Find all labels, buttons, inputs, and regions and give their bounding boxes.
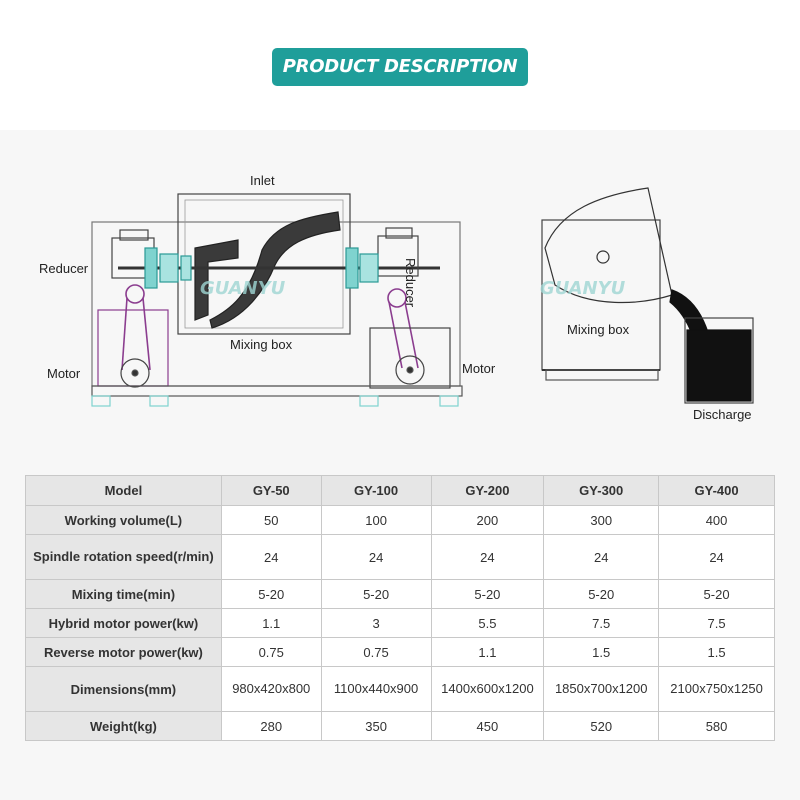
- table-row: Hybrid motor power(kw) 1.1 3 5.5 7.5 7.5: [25, 608, 775, 638]
- table-cell: 24: [543, 534, 660, 580]
- table-row: Weight(kg) 280 350 450 520 580: [25, 711, 775, 741]
- table-cell: 280: [220, 711, 322, 741]
- coupling-left: [144, 247, 158, 289]
- table-cell: 50: [220, 505, 322, 535]
- table-cell: 0.75: [220, 637, 322, 667]
- side-view: [541, 187, 754, 404]
- table-cell: 0.75: [320, 637, 432, 667]
- table-row: Reverse motor power(kw) 0.75 0.75 1.1 1.…: [25, 637, 775, 667]
- table-cell: 980x420x800: [220, 666, 322, 712]
- table-cell: 1.1: [220, 608, 322, 638]
- row-header: Reverse motor power(kw): [25, 637, 222, 667]
- spec-table: Model GY-50 GY-100 GY-200 GY-300 GY-400 …: [25, 475, 775, 741]
- motor-housing-right: [369, 327, 451, 389]
- label-inlet: Inlet: [250, 173, 275, 188]
- pulley-right-top: [387, 288, 407, 308]
- table-cell: 350: [320, 711, 432, 741]
- coupling-right: [345, 247, 359, 289]
- table-cell: 1.5: [658, 637, 775, 667]
- label-mixing-box-side: Mixing box: [567, 322, 630, 337]
- row-header: Weight(kg): [25, 711, 222, 741]
- table-cell: 5.5: [430, 608, 545, 638]
- table-cell: 1100x440x900: [320, 666, 432, 712]
- table-cell: 1.5: [543, 637, 660, 667]
- label-discharge: Discharge: [693, 407, 752, 422]
- motor-right: [395, 355, 425, 385]
- table-row: Spindle rotation speed(r/min) 24 24 24 2…: [25, 534, 775, 580]
- drum-hub: [596, 250, 610, 264]
- table-cell: 1850x700x1200: [543, 666, 660, 712]
- column-header: GY-300: [543, 475, 660, 506]
- label-motor-left: Motor: [47, 366, 81, 381]
- row-header: Working volume(L): [25, 505, 222, 535]
- motor-left: [120, 358, 150, 388]
- table-cell: 580: [658, 711, 775, 741]
- column-header: Model: [25, 475, 222, 506]
- table-cell: 1.1: [430, 637, 545, 667]
- column-header: GY-400: [658, 475, 775, 506]
- column-header: GY-100: [320, 475, 432, 506]
- table-cell: 400: [658, 505, 775, 535]
- table-cell: 7.5: [543, 608, 660, 638]
- label-motor-right: Motor: [462, 361, 496, 376]
- mixer-drawing: GUANYU GUANYU: [91, 187, 754, 407]
- table-cell: 24: [220, 534, 322, 580]
- table-cell: 5-20: [220, 579, 322, 609]
- front-view: [91, 193, 463, 407]
- column-header: GY-50: [220, 475, 322, 506]
- table-row: Dimensions(mm) 980x420x800 1100x440x900 …: [25, 666, 775, 712]
- base-rail: [91, 385, 463, 397]
- label-reducer-left: Reducer: [39, 261, 89, 276]
- table-cell: 5-20: [543, 579, 660, 609]
- table-cell: 1400x600x1200: [430, 666, 545, 712]
- ribbon-main: [209, 211, 341, 329]
- watermark-side: GUANYU: [540, 278, 626, 299]
- row-header: Mixing time(min): [25, 579, 222, 609]
- table-cell: 100: [320, 505, 432, 535]
- label-reducer-right: Reducer: [403, 258, 418, 308]
- column-header: GY-200: [430, 475, 545, 506]
- discharge-bin: [684, 317, 754, 404]
- table-cell: 450: [430, 711, 545, 741]
- watermark-front: GUANYU: [200, 278, 286, 299]
- table-header-row: Model GY-50 GY-100 GY-200 GY-300 GY-400: [25, 475, 775, 506]
- table-cell: 5-20: [320, 579, 432, 609]
- row-header: Spindle rotation speed(r/min): [25, 534, 222, 580]
- table-cell: 200: [430, 505, 545, 535]
- label-mixing-box-front: Mixing box: [230, 337, 293, 352]
- table-cell: 7.5: [658, 608, 775, 638]
- table-cell: 24: [320, 534, 432, 580]
- mixer-diagram: GUANYU GUANYU Inlet Reducer Reducer Moto…: [0, 130, 800, 450]
- page-title: PRODUCT DESCRIPTION: [272, 48, 528, 86]
- table-cell: 2100x750x1250: [658, 666, 775, 712]
- table-cell: 5-20: [430, 579, 545, 609]
- table-cell: 5-20: [658, 579, 775, 609]
- table-row: Mixing time(min) 5-20 5-20 5-20 5-20 5-2…: [25, 579, 775, 609]
- table-cell: 24: [658, 534, 775, 580]
- row-header: Dimensions(mm): [25, 666, 222, 712]
- table-cell: 3: [320, 608, 432, 638]
- ribbon-left: [194, 239, 239, 321]
- pulley-left-top: [125, 284, 145, 304]
- table-cell: 24: [430, 534, 545, 580]
- table-cell: 300: [543, 505, 660, 535]
- table-cell: 520: [543, 711, 660, 741]
- row-header: Hybrid motor power(kw): [25, 608, 222, 638]
- table-row: Working volume(L) 50 100 200 300 400: [25, 505, 775, 535]
